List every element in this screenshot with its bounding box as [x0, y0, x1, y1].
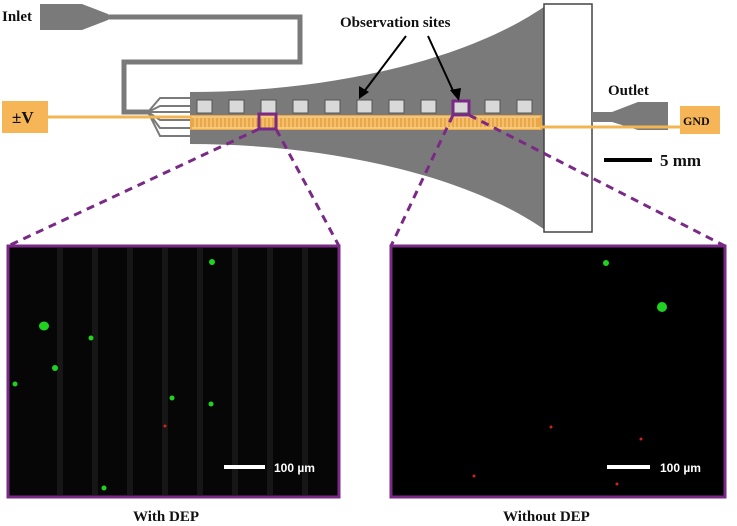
caption-with-dep: With DEP — [133, 509, 199, 525]
micro-scale-label-right: 100 µm — [660, 461, 701, 475]
voltage-label: ±V — [12, 108, 34, 127]
live-cells-left — [12, 259, 215, 491]
outlet-port — [592, 102, 668, 130]
observation-windows — [196, 99, 533, 114]
electrode-array — [190, 115, 542, 130]
observation-site-left — [257, 112, 278, 131]
observation-sites-label: Observation sites — [340, 15, 451, 31]
live-cells-right — [603, 260, 667, 312]
micrograph-with-dep: 100 µm — [6, 244, 341, 499]
ground-label-box — [680, 106, 720, 134]
inlet-label: Inlet — [2, 9, 32, 25]
observation-site-right — [451, 99, 471, 117]
outlet-reservoir — [543, 3, 593, 233]
inlet-channel — [106, 14, 303, 115]
zoom-lines — [7, 113, 726, 248]
device-scale-label: 5 mm — [660, 151, 701, 170]
ground-label: GND — [683, 114, 710, 128]
electrode-fingers — [192, 116, 540, 129]
dead-cells-right — [472, 425, 643, 486]
inlet-port — [40, 4, 108, 30]
dead-cells-left — [163, 424, 167, 428]
outlet-label: Outlet — [608, 83, 649, 99]
micro-scale-label-left: 100 µm — [274, 461, 315, 475]
arrow-right — [427, 35, 456, 96]
caption-without-dep: Without DEP — [503, 509, 590, 525]
arrow-left — [362, 35, 407, 94]
voltage-label-box — [2, 101, 48, 133]
micrograph-without-dep: 100 µm — [389, 244, 727, 499]
